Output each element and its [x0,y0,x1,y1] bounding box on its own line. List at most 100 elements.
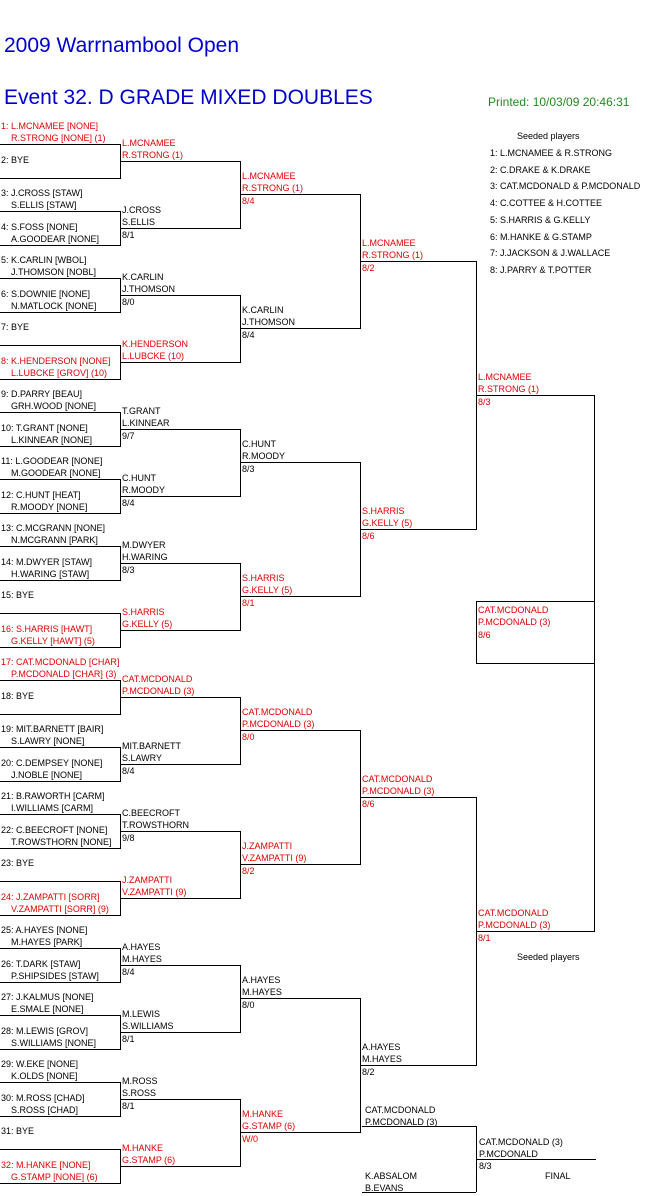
winner-name-2: G.KELLY (5) [122,619,173,629]
round3-line [240,998,360,999]
winner-name-1: M.DWYER [122,540,166,550]
winner-name-1: S.HARRIS [242,573,285,583]
entry-line-2: E.SMALE [NONE] [11,1004,84,1014]
winner-name-2: M.HAYES [362,1054,402,1064]
entry-line-1: 6: S.DOWNIE [NONE] [1,288,91,299]
round1-line [0,412,120,413]
round2-line [120,1032,240,1033]
final-top-line [362,1126,476,1127]
entry-line-1: 25: A.HAYES [NONE] [1,925,88,935]
winner-name-1: K.CARLIN [122,272,164,282]
seeded-player-item: 7: J.JACKSON & J.WALLACE [490,248,611,259]
round1-line [0,546,120,547]
match-score: 8/1 [122,230,135,240]
entry-line-1: 2: BYE [1,154,30,165]
round1-line [0,680,120,681]
round2-connector [240,295,241,363]
round1-line [0,1048,120,1050]
round1-line [0,747,120,748]
winner-name-2: P.MCDONALD (3) [478,617,551,627]
round1-line [0,1015,120,1016]
entry-line-2: P.MCDONALD [CHAR] (3) [11,669,117,679]
round2-line [120,362,240,363]
entry-line-1: 9: D.PARRY [BEAU] [1,389,83,399]
entry-line-1: 23: BYE [1,858,35,868]
match-score: 8/2 [242,866,255,876]
winner-name-1: K.HENDERSON [122,339,189,349]
round2-line [120,630,240,631]
round1-line [0,613,120,614]
winner-name-2: R.STRONG (1) [122,150,184,160]
round2-line [120,496,240,497]
round2-line [120,228,240,229]
seeded-heading: Seeded players [517,131,580,141]
winner-name-1: J.ZAMPATTI [242,841,293,851]
winner-name-2: M.HAYES [242,987,282,997]
champion-name-1: CAT.MCDONALD (3) [479,1137,563,1147]
round1-line [0,445,120,447]
printed-timestamp: Printed: 10/03/09 20:46:31 [488,95,630,109]
round4-line [360,529,476,530]
entry-line-1: 32: M.HANKE [NONE] [1,1159,91,1170]
entry-line-2: P.SHIPSIDES [STAW] [11,970,99,981]
seeded-player-item: 2: C.DRAKE & K.DRAKE [490,164,591,175]
winner-name-2: L.KINNEAR [122,418,170,428]
winner-name-2: J.THOMSON [122,284,175,294]
winner-name-1: L.MCNAMEE [242,171,296,181]
round4-line [360,797,476,798]
match-score: 8/3 [242,464,255,474]
seeded-player-item: 1: L.MCNAMEE & R.STRONG [490,148,613,158]
winner-name-1: L.MCNAMEE [362,238,416,248]
round1-line [0,981,120,983]
winner-name-1: MIT.BARNETT [122,741,182,751]
winner-name-1: CAT.MCDONALD [478,908,549,918]
entry-line-1: 27: J.KALMUS [NONE] [1,992,94,1002]
entry-line-1: 4: S.FOSS [NONE] [1,221,78,232]
round2-line [120,898,240,899]
entry-line-1: 19: MIT.BARNETT [BAIR] [1,724,104,734]
winner-name-2: M.HAYES [122,954,162,964]
winner-name-2: R.STRONG (1) [478,384,540,394]
match-score: 8/0 [122,297,135,307]
match-score: 8/6 [362,799,375,809]
round1-line [0,345,120,346]
round2-line [120,831,240,832]
round2-line [120,697,240,698]
winner-name-2: P.MCDONALD (3) [478,920,551,930]
entry-line-1: 1: L.MCNAMEE [NONE] [1,121,99,131]
round2-connector [240,161,241,229]
final-label: FINAL [545,1171,571,1181]
round1-line [0,579,120,581]
round6-box-top [476,601,594,602]
winner-name-2: P.MCDONALD (3) [362,786,435,796]
seeded-player-item: 8: J.PARRY & T.POTTER [490,264,592,275]
entry-line-2: V.ZAMPATTI [SORR] (9) [11,903,109,914]
round1-line [0,881,120,882]
round2-line [120,429,240,430]
match-score: 8/3 [122,565,135,575]
entry-line-2: J.THOMSON [NOBL] [11,267,97,277]
entry-line-2: S.WILLIAMS [NONE] [11,1037,97,1048]
entry-line-1: 18: BYE [1,690,35,701]
entry-line-2: GRH.WOOD [NONE] [11,401,96,411]
winner-name-2: V.ZAMPATTI (9) [242,853,307,863]
winner-name-1: M.ROSS [122,1076,158,1086]
entry-line-2: H.WARING [STAW] [11,568,90,579]
round1-line [0,814,120,815]
match-score: 8/6 [362,531,375,541]
winner-name-2: G.STAMP (6) [242,1121,296,1131]
round1-line [0,311,120,313]
round4-line [360,1065,476,1066]
round3-line [240,194,360,195]
entry-line-2: R.MOODY [NONE] [11,501,88,512]
winner-name-2: H.WARING [122,552,168,562]
round2-line [120,1166,240,1167]
seeded-player-item: 4: C.COTTEE & H.COTTEE [490,198,603,209]
winner-name-2: V.ZAMPATTI (9) [122,887,187,897]
final-bottom-line [362,1192,476,1193]
match-score: 8/0 [242,732,255,742]
entry-line-1: 16: S.HARRIS [HAWT] [1,623,93,634]
round1-line [0,914,120,916]
match-score: 8/3 [478,397,491,407]
winner-name-1: S.HARRIS [122,607,165,617]
